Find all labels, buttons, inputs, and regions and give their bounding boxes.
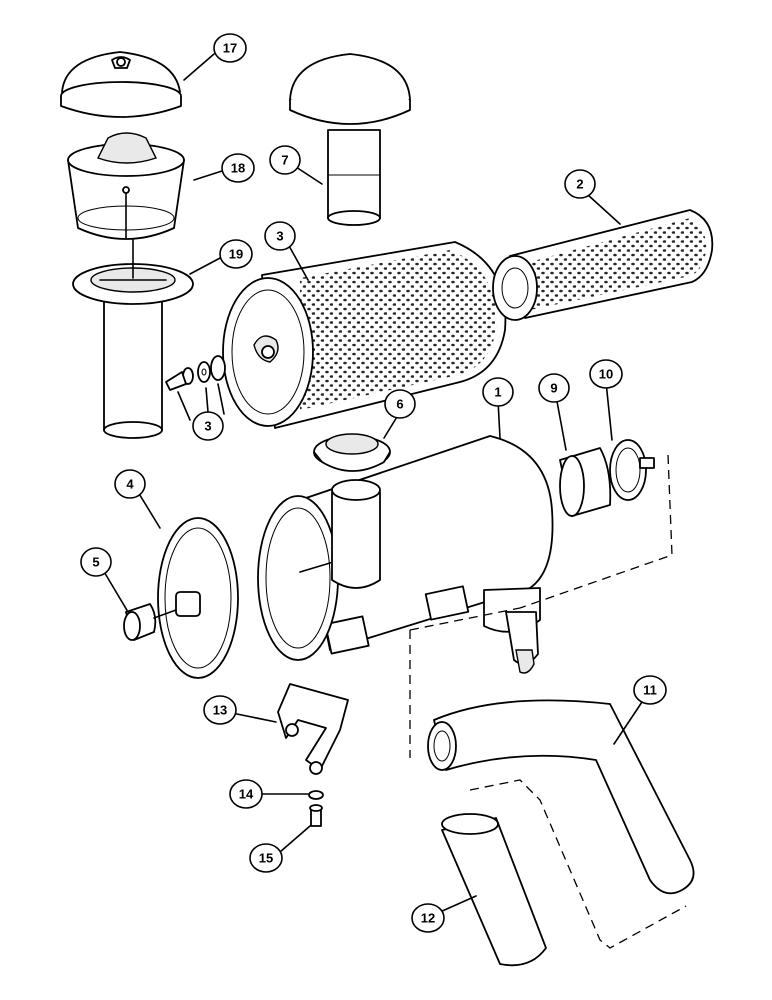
precleaner-bowl [67, 132, 185, 240]
mounting-bracket [277, 683, 349, 775]
assembly-dashed-lines [409, 454, 687, 949]
callout-label: 10 [599, 367, 613, 382]
precleaner-base [72, 239, 194, 439]
callout-label: 9 [550, 381, 557, 396]
callout-15: 15 [249, 843, 283, 873]
callout-label: 13 [213, 703, 227, 718]
callout-2: 2 [564, 169, 596, 199]
callout-9: 9 [538, 373, 570, 403]
inner-safety-element [492, 209, 714, 321]
straight-hose [441, 813, 547, 967]
callout-label: 19 [229, 247, 243, 262]
end-cover [157, 517, 239, 679]
seal-ring [313, 433, 391, 472]
callout-18: 18 [221, 153, 255, 183]
callout-19: 19 [219, 239, 253, 269]
callout-5: 5 [80, 547, 112, 577]
callout-4: 4 [114, 469, 146, 499]
callout-label: 12 [421, 911, 435, 926]
callout-7: 7 [269, 145, 301, 175]
callout-1: 1 [482, 377, 514, 407]
cover-knob [123, 603, 177, 641]
elbow-hose [427, 699, 695, 895]
callout-label: 2 [576, 177, 583, 192]
precleaner-cap [60, 51, 182, 118]
callout-6: 6 [384, 389, 416, 419]
leader-lines [102, 53, 643, 913]
air-cleaner-housing [257, 435, 554, 674]
callout-label: 4 [126, 477, 134, 492]
outer-filter-element [222, 241, 507, 429]
callout-label: 7 [281, 153, 288, 168]
rain-cap [289, 53, 411, 226]
callout-label: 6 [396, 397, 403, 412]
callout-label: 11 [643, 683, 657, 698]
callout-label: 1 [494, 385, 501, 400]
wing-nut-and-washers [165, 355, 226, 391]
callout-12: 12 [411, 903, 445, 933]
washer-and-bolt [308, 790, 324, 827]
callout-label: 5 [92, 555, 99, 570]
callout-label: 3 [276, 229, 283, 244]
callout-label: 17 [223, 41, 237, 56]
callout-3-top: 3 [264, 221, 296, 251]
callout-label: 18 [231, 161, 245, 176]
callout-10: 10 [589, 359, 623, 389]
callout-17: 17 [213, 33, 247, 63]
callout-label: 15 [259, 851, 273, 866]
callout-label: 3 [204, 419, 211, 434]
callout-11: 11 [633, 675, 667, 705]
callout-3-bottom: 3 [192, 411, 224, 441]
hose-and-clamp [559, 439, 655, 517]
callout-13: 13 [203, 695, 237, 725]
callout-14: 14 [229, 779, 263, 809]
callout-label: 14 [239, 787, 254, 802]
